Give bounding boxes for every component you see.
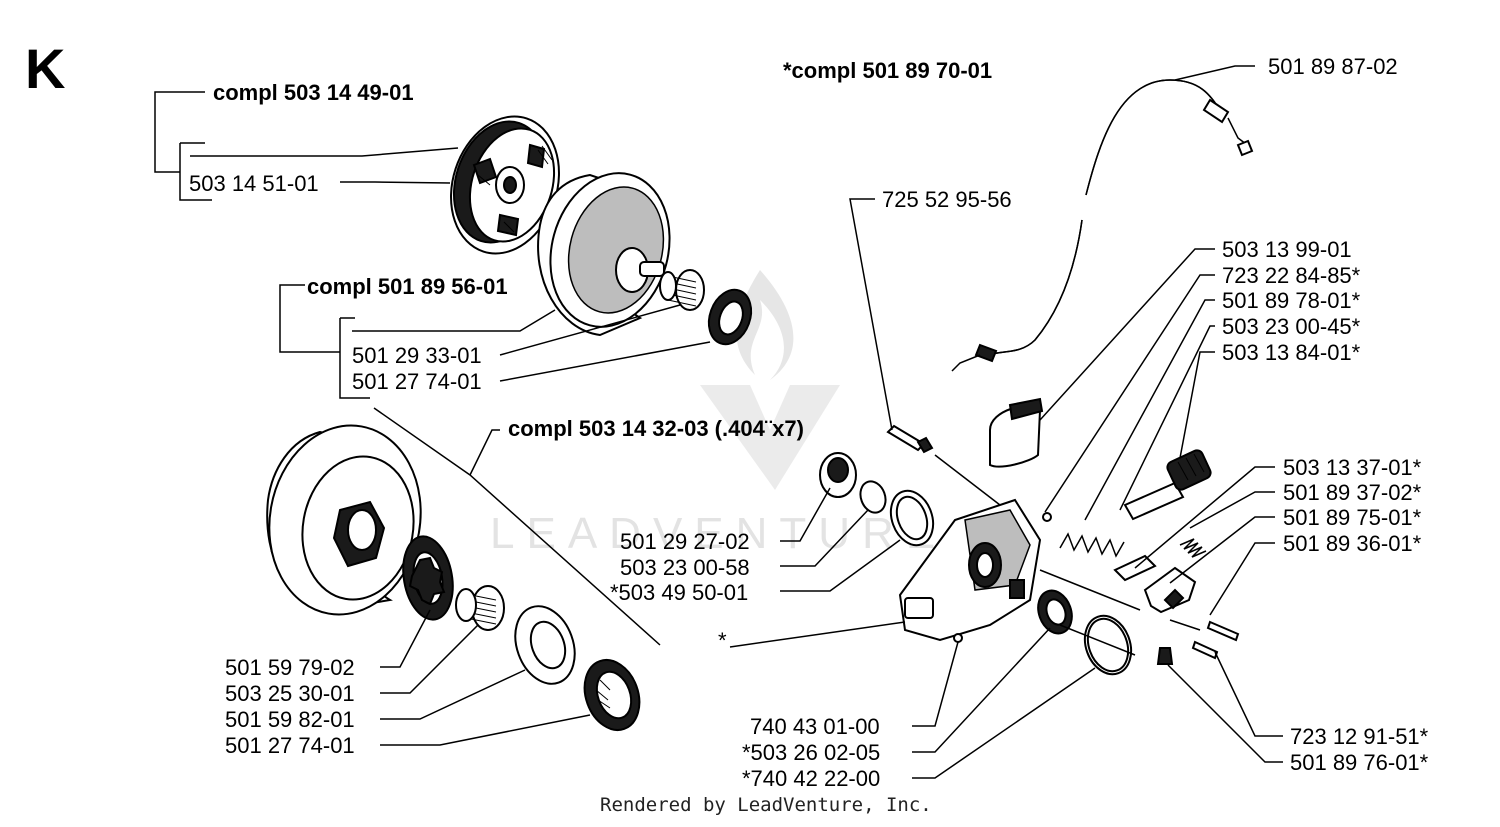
clutch-bracket [154,91,459,201]
part-label: 501 59 79-02 [225,655,355,680]
part-label: 723 12 91-51* [1290,724,1429,749]
part-label: * [718,628,727,653]
right-leaders [1039,65,1283,763]
part-label: 503 23 00-58 [620,555,750,580]
clutch-drum-drawing [537,172,753,346]
part-label: 501 27 74-01 [352,369,482,394]
part-label: 501 89 75-01* [1283,505,1422,530]
part-label: 725 52 95-56 [882,187,1012,212]
drum-bracket [279,284,711,399]
part-label: 503 13 84-01* [1222,340,1361,365]
section-letter: K [25,37,65,100]
part-label: 501 27 74-01 [225,733,355,758]
footer-credit: Rendered by LeadVenture, Inc. [600,794,932,816]
sprocket-drum-drawing [266,424,641,731]
center-leaders [729,198,1141,779]
clutch-drawing [450,115,560,255]
part-label: 501 89 37-02* [1283,480,1422,505]
part-label: 501 29 33-01 [352,343,482,368]
part-label: 501 89 76-01* [1290,750,1429,775]
part-label: 503 14 51-01 [189,171,319,196]
oil-pump-drawing [819,79,1254,676]
part-label: *503 26 02-05 [742,740,880,765]
part-label: 503 23 00-45* [1222,314,1361,339]
part-label: *740 42 22-00 [742,766,880,791]
assembly-label-clutch: compl 503 14 49-01 [213,80,414,105]
part-label: 503 25 30-01 [225,681,355,706]
part-label: *503 49 50-01 [610,580,748,605]
part-label: 503 13 37-01* [1283,455,1422,480]
assembly-label-drum: compl 501 89 56-01 [307,274,508,299]
part-label: 503 13 99-01 [1222,237,1352,262]
sprocket-bracket [373,407,661,746]
part-label: 501 89 78-01* [1222,288,1361,313]
part-label: 740 43 01-00 [750,714,880,739]
assembly-label-sprocket: compl 503 14 32-03 (.404¨x7) [508,416,804,441]
part-label: 501 29 27-02 [620,529,750,554]
assembly-label-oil-pump: *compl 501 89 70-01 [783,58,992,83]
part-label: 501 59 82-01 [225,707,355,732]
part-label: 723 22 84-85* [1222,263,1361,288]
part-label: 501 89 87-02 [1268,54,1398,79]
part-label: 501 89 36-01* [1283,531,1422,556]
